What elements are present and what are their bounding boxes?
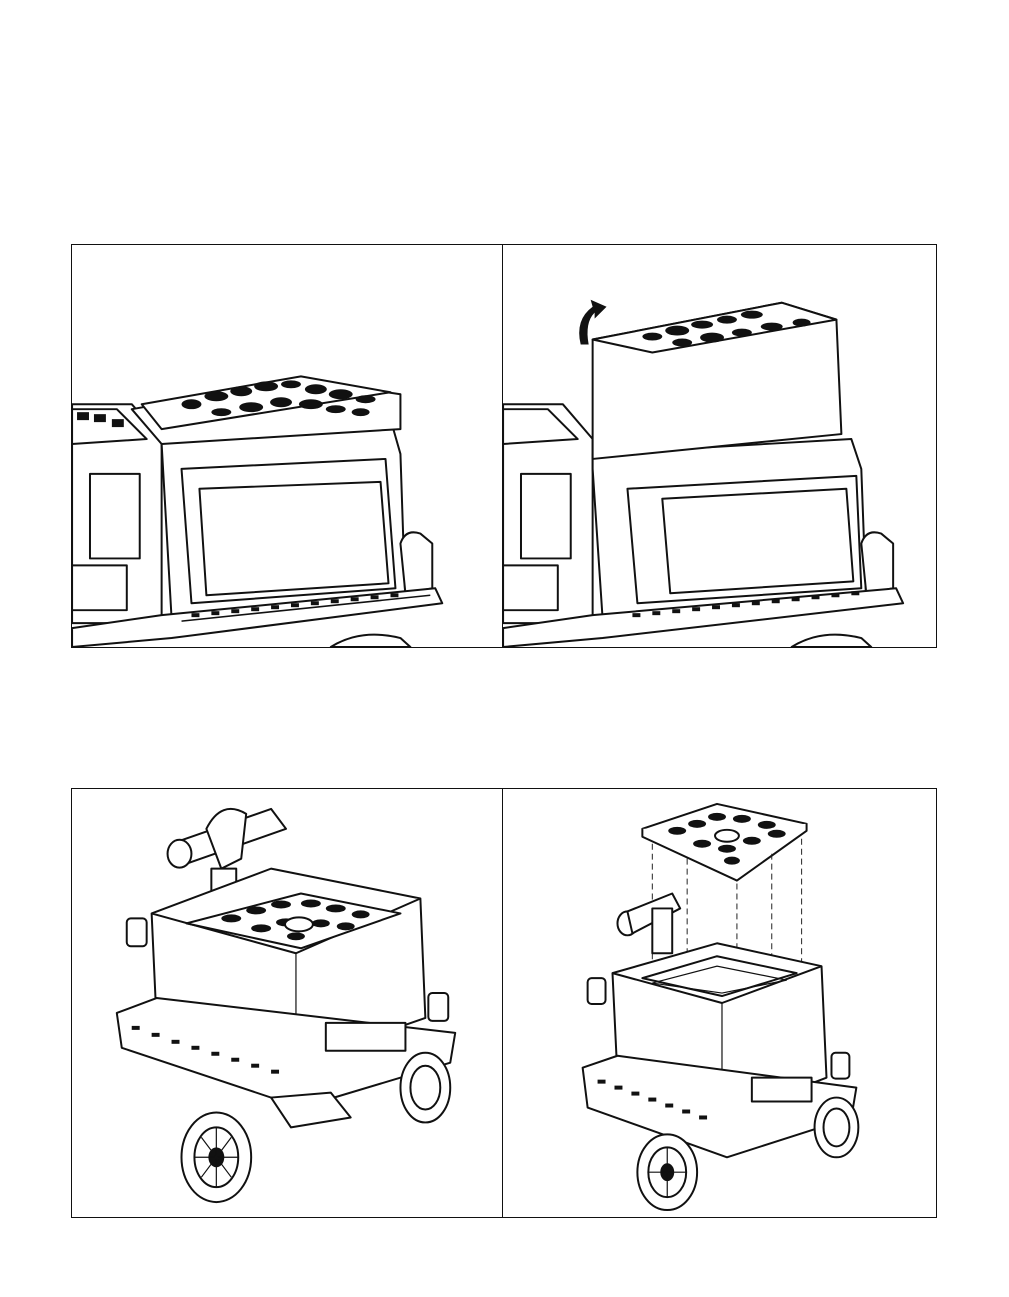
- front-wheel-icon: [637, 1134, 697, 1210]
- tank-exploded-illustration: [503, 789, 936, 1217]
- panel-tank-exploded: [502, 788, 937, 1218]
- panel-lid-closed: [71, 244, 503, 648]
- panel-tank-assembled: [71, 788, 503, 1218]
- lid-closed-illustration: [72, 245, 502, 647]
- rear-wheel-icon: [815, 1098, 859, 1158]
- panel-lid-lifted: [502, 244, 937, 648]
- wheel-icon: [331, 635, 411, 647]
- lid-lifted-illustration: [503, 245, 936, 647]
- tank-assembled-illustration: [72, 789, 502, 1217]
- nozzle-icon: [617, 894, 680, 954]
- front-wheel-icon: [181, 1112, 251, 1202]
- wheel-icon: [792, 635, 872, 647]
- rear-wheel-icon: [400, 1053, 450, 1123]
- detached-lid-icon: [642, 804, 806, 881]
